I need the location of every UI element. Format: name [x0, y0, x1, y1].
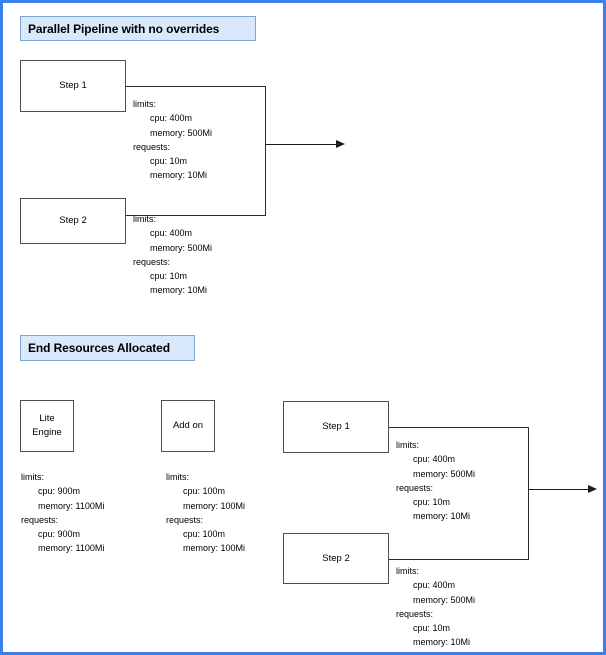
- connector-top-step-2-branch: [126, 215, 266, 216]
- node-label-line-2: Engine: [32, 427, 62, 438]
- top-merge-arrow-line: [265, 144, 337, 145]
- spec-bottom-step-2: limits: cpu: 400m memory: 500Mi requests: cp…: [396, 564, 475, 650]
- node-label: Add on: [172, 420, 204, 432]
- connector-top-merge-bar: [265, 86, 266, 215]
- spec-line: cpu: 10m: [150, 271, 188, 282]
- spec-top-step-1: limits: cpu: 400m memory: 500Mi requests: cp…: [133, 97, 212, 183]
- spec-add-on: limits: cpu: 100m memory: 100Mi requests: cp…: [166, 470, 245, 556]
- spec-line: memory: 100Mi: [183, 543, 246, 554]
- spec-line: memory: 500Mi: [150, 127, 213, 138]
- top-merge-arrow-head: [336, 140, 345, 148]
- bottom-merge-arrow-line: [528, 489, 589, 490]
- spec-line: cpu: 100m: [183, 529, 226, 540]
- node-label: Step 1: [59, 80, 87, 92]
- spec-line: limits:: [166, 472, 189, 482]
- section-banner-label: End Resources Allocated: [28, 341, 170, 355]
- node-label: Step 2: [322, 552, 350, 564]
- node-label-line-1: Lite: [39, 413, 55, 425]
- spec-line: memory: 100Mi: [183, 500, 246, 511]
- node-add-on: Add on: [161, 400, 215, 452]
- section-banner-end-resources: End Resources Allocated: [20, 335, 195, 361]
- spec-line: cpu: 100m: [183, 486, 226, 497]
- spec-line: limits:: [21, 472, 44, 482]
- spec-line: limits:: [133, 99, 156, 109]
- node-bottom-step-2: Step 2: [283, 533, 389, 584]
- spec-line: memory: 10Mi: [150, 170, 208, 181]
- spec-line: cpu: 400m: [413, 580, 456, 591]
- spec-line: memory: 10Mi: [413, 511, 471, 522]
- spec-line: cpu: 900m: [38, 529, 81, 540]
- spec-line: cpu: 900m: [38, 486, 81, 497]
- spec-line: cpu: 10m: [150, 156, 188, 167]
- spec-line: cpu: 400m: [150, 228, 193, 239]
- spec-line: memory: 500Mi: [150, 242, 213, 253]
- spec-line: requests:: [21, 514, 59, 525]
- spec-line: requests:: [133, 256, 171, 267]
- spec-line: memory: 1100Mi: [38, 500, 105, 511]
- spec-line: memory: 500Mi: [413, 594, 476, 605]
- node-label: Step 1: [322, 421, 350, 433]
- connector-bottom-merge-bar: [528, 427, 529, 559]
- spec-line: memory: 1100Mi: [38, 543, 105, 554]
- spec-line: limits:: [396, 566, 419, 576]
- node-top-step-2: Step 2: [20, 198, 126, 244]
- spec-lite-engine: limits: cpu: 900m memory: 1100Mi requests: c…: [21, 470, 104, 556]
- spec-line: cpu: 10m: [413, 497, 451, 508]
- section-banner-label: Parallel Pipeline with no overrides: [28, 21, 220, 36]
- section-banner-parallel-pipeline: Parallel Pipeline with no overrides: [20, 16, 256, 41]
- connector-bottom-step-2-branch: [389, 559, 529, 560]
- spec-line: cpu: 10m: [413, 623, 451, 634]
- spec-line: cpu: 400m: [150, 113, 193, 124]
- spec-line: memory: 500Mi: [413, 468, 476, 479]
- spec-line: limits:: [133, 214, 156, 224]
- spec-line: memory: 10Mi: [413, 637, 471, 648]
- spec-line: limits:: [396, 440, 419, 450]
- spec-line: memory: 10Mi: [150, 285, 208, 296]
- node-top-step-1: Step 1: [20, 60, 126, 112]
- node-bottom-step-1: Step 1: [283, 401, 389, 453]
- spec-line: requests:: [396, 482, 434, 493]
- connector-top-step-1-branch: [126, 86, 266, 87]
- spec-line: cpu: 400m: [413, 454, 456, 465]
- bottom-merge-arrow-head: [588, 485, 597, 493]
- node-label: Step 2: [59, 215, 87, 227]
- spec-line: requests:: [166, 514, 204, 525]
- spec-top-step-2: limits: cpu: 400m memory: 500Mi requests: cp…: [133, 212, 212, 298]
- node-lite-engine: Lite Engine: [20, 400, 74, 452]
- spec-bottom-step-1: limits: cpu: 400m memory: 500Mi requests: cp…: [396, 438, 475, 524]
- connector-bottom-step-1-branch: [389, 427, 529, 428]
- spec-line: requests:: [133, 141, 171, 152]
- spec-line: requests:: [396, 608, 434, 619]
